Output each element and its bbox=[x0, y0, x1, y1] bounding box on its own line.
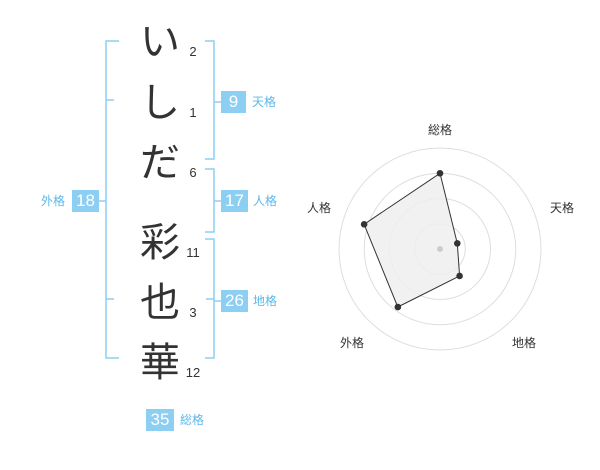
radar-point-1 bbox=[436, 169, 444, 177]
gaikaku-label: 外格 bbox=[41, 194, 66, 208]
tenkaku-label: 天格 bbox=[252, 95, 277, 109]
name-char-2: し bbox=[140, 80, 180, 126]
stroke-count-1: 2 bbox=[189, 44, 197, 59]
radar-point-4 bbox=[394, 303, 402, 311]
radar-axis-label-gaikaku: 外格 bbox=[339, 336, 364, 350]
radar-axis-label-soukaku: 総格 bbox=[427, 123, 452, 137]
stroke-count-2: 1 bbox=[189, 105, 197, 120]
soukaku-value-badge: 35 bbox=[146, 409, 174, 431]
radar-point-3 bbox=[456, 272, 463, 280]
gaikaku-bracket bbox=[105, 40, 119, 359]
radar-axis-label-jinkaku: 人格 bbox=[306, 201, 331, 215]
chikaku-value-badge: 26 bbox=[221, 290, 248, 312]
radar-axis-label-chikaku: 地格 bbox=[511, 336, 536, 350]
jinkaku-label: 人格 bbox=[253, 194, 278, 208]
stroke-count-5: 3 bbox=[189, 305, 197, 320]
tenkaku-bracket bbox=[205, 40, 215, 160]
radar-point-2 bbox=[453, 240, 461, 247]
name-char-1: い bbox=[140, 19, 180, 65]
radar-axis-label-tenkaku: 天格 bbox=[549, 201, 574, 215]
chikaku-label: 地格 bbox=[253, 294, 278, 308]
tenkaku-value-badge: 9 bbox=[221, 91, 246, 113]
radar-polygon bbox=[363, 172, 461, 308]
name-char-6: 華 bbox=[140, 340, 180, 386]
gaikaku-value-badge: 18 bbox=[72, 190, 99, 212]
soukaku-label: 総格 bbox=[180, 413, 205, 427]
name-char-3: だ bbox=[140, 140, 180, 186]
name-char-5: 也 bbox=[140, 280, 180, 326]
name-char-4: 彩 bbox=[140, 220, 180, 266]
jinkaku-value-badge: 17 bbox=[221, 190, 248, 212]
radar-center-dot bbox=[437, 246, 443, 252]
stroke-count-4: 11 bbox=[186, 245, 200, 260]
radar-point-5 bbox=[360, 221, 368, 228]
stroke-count-3: 6 bbox=[189, 165, 197, 180]
stroke-count-6: 12 bbox=[185, 365, 201, 380]
